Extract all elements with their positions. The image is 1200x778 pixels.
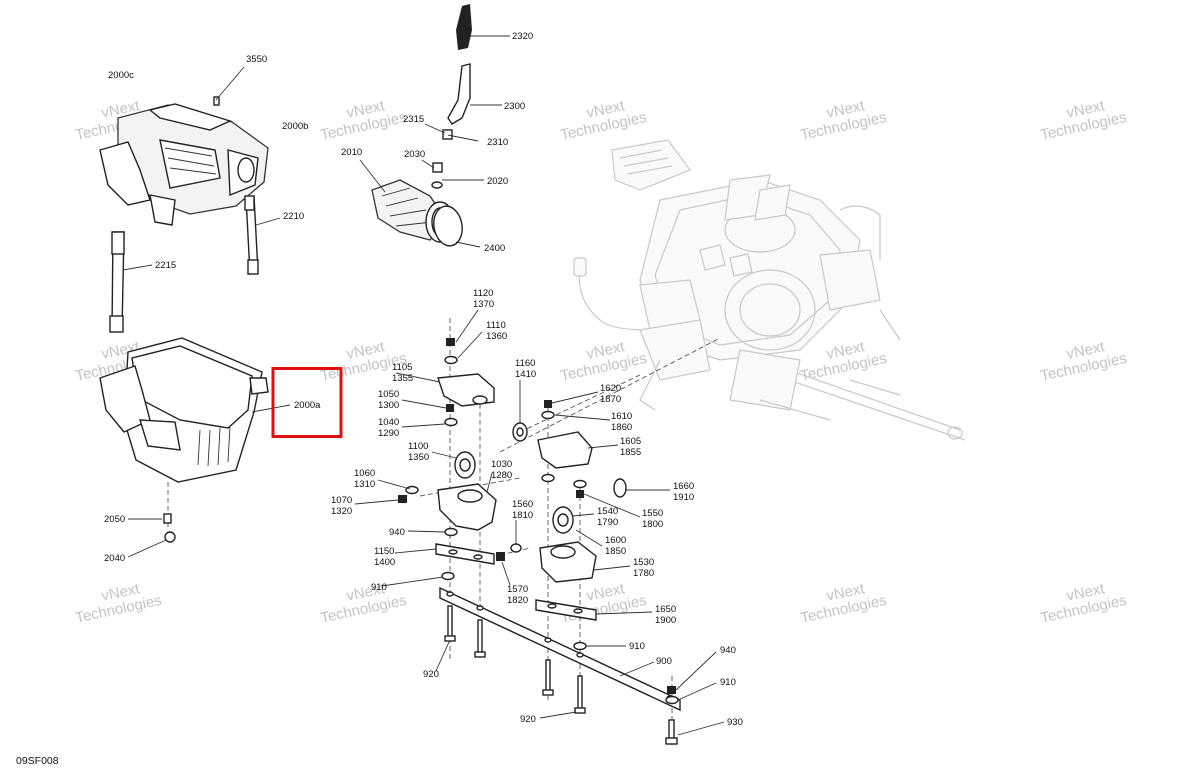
screw-3550: [213, 66, 245, 106]
airbox-base: [99, 337, 291, 483]
callout-1105[interactable]: 1105: [392, 362, 412, 373]
callout-1150[interactable]: 1150: [374, 546, 394, 557]
callout-1900[interactable]: 1900: [655, 615, 676, 626]
callout-1400[interactable]: 1400: [374, 557, 395, 568]
callout-1355[interactable]: 1355: [392, 373, 413, 384]
callout-1350[interactable]: 1350: [408, 452, 429, 463]
callout-2315[interactable]: 2315: [403, 114, 424, 125]
callout-1860[interactable]: 1860: [611, 422, 632, 433]
callout-1100[interactable]: 1100: [408, 441, 428, 452]
callout-1050[interactable]: 1050: [378, 389, 399, 400]
callout-2310[interactable]: 2310: [487, 137, 508, 148]
callout-2020[interactable]: 2020: [487, 176, 508, 187]
callout-2030[interactable]: 2030: [404, 149, 425, 160]
callout-2050[interactable]: 2050: [104, 514, 125, 525]
callout-1600[interactable]: 1600: [605, 535, 626, 546]
callout-1800[interactable]: 1800: [642, 519, 663, 530]
airbox-cover: [99, 103, 269, 226]
callout-1110[interactable]: 1110: [486, 320, 506, 331]
callout-2300[interactable]: 2300: [504, 101, 525, 112]
callout-1610[interactable]: 1610: [611, 411, 632, 422]
strap-2210: [244, 195, 281, 275]
callout-1855[interactable]: 1855: [620, 447, 641, 458]
callout-2010[interactable]: 2010: [341, 147, 362, 158]
callout-1870[interactable]: 1870: [600, 394, 621, 405]
callout-2320[interactable]: 2320: [512, 31, 533, 42]
callout-1550[interactable]: 1550: [642, 508, 663, 519]
intake-hose-group: [359, 4, 510, 248]
callout-1060[interactable]: 1060: [354, 468, 375, 479]
callout-1040[interactable]: 1040: [378, 417, 399, 428]
callout-2000a[interactable]: 2000a: [294, 400, 321, 411]
callout-1320[interactable]: 1320: [331, 506, 352, 517]
callout-940-lower[interactable]: 940: [720, 645, 736, 656]
callout-920-left[interactable]: 920: [423, 669, 439, 680]
callout-910-middle[interactable]: 910: [629, 641, 645, 652]
callout-1780[interactable]: 1780: [633, 568, 654, 579]
callout-2040[interactable]: 2040: [104, 553, 125, 564]
callout-1620[interactable]: 1620: [600, 383, 621, 394]
callout-1790[interactable]: 1790: [597, 517, 618, 528]
callout-1310[interactable]: 1310: [354, 479, 375, 490]
callout-1120[interactable]: 1120: [473, 288, 493, 299]
callout-2000c[interactable]: 2000c: [108, 70, 134, 81]
callout-1910[interactable]: 1910: [673, 492, 694, 503]
drain-2050-2040: [127, 482, 176, 558]
callout-1820[interactable]: 1820: [507, 595, 528, 606]
callout-900[interactable]: 900: [656, 656, 672, 667]
callout-3550[interactable]: 3550: [246, 54, 267, 65]
callout-1810[interactable]: 1810: [512, 510, 533, 521]
callout-2000b[interactable]: 2000b: [282, 121, 308, 132]
callout-1300[interactable]: 1300: [378, 400, 399, 411]
engine-mounts-group: [354, 309, 725, 746]
callout-1540[interactable]: 1540: [597, 506, 618, 517]
callout-1560[interactable]: 1560: [512, 499, 533, 510]
callout-1280[interactable]: 1280: [491, 470, 512, 481]
callout-2215[interactable]: 2215: [155, 260, 176, 271]
strap-2215: [109, 231, 153, 333]
callout-2400[interactable]: 2400: [484, 243, 505, 254]
callout-1290[interactable]: 1290: [378, 428, 399, 439]
callout-labels: 3550 2000c 2000b 2210 2215 2050 2040 232…: [104, 31, 743, 728]
callout-1070[interactable]: 1070: [331, 495, 352, 506]
callout-1370[interactable]: 1370: [473, 299, 494, 310]
diagram-code: 09SF008: [16, 755, 59, 767]
callout-1160[interactable]: 1160: [515, 358, 535, 369]
callout-1650[interactable]: 1650: [655, 604, 676, 615]
callout-2210[interactable]: 2210: [283, 211, 304, 222]
callout-920-right[interactable]: 920: [520, 714, 536, 725]
callout-910-left[interactable]: 910: [371, 582, 387, 593]
callout-910-right[interactable]: 910: [720, 677, 736, 688]
callout-1605[interactable]: 1605: [620, 436, 641, 447]
callout-1030[interactable]: 1030: [491, 459, 512, 470]
callout-940-upper[interactable]: 940: [389, 527, 405, 538]
callout-1850[interactable]: 1850: [605, 546, 626, 557]
highlight-box: [271, 367, 343, 438]
callout-930[interactable]: 930: [727, 717, 743, 728]
callout-1360[interactable]: 1360: [486, 331, 507, 342]
engine-ghost-drawing: [573, 139, 966, 441]
callout-1660[interactable]: 1660: [673, 481, 694, 492]
callout-1410[interactable]: 1410: [515, 369, 536, 380]
callout-1530[interactable]: 1530: [633, 557, 654, 568]
callout-1570[interactable]: 1570: [507, 584, 528, 595]
